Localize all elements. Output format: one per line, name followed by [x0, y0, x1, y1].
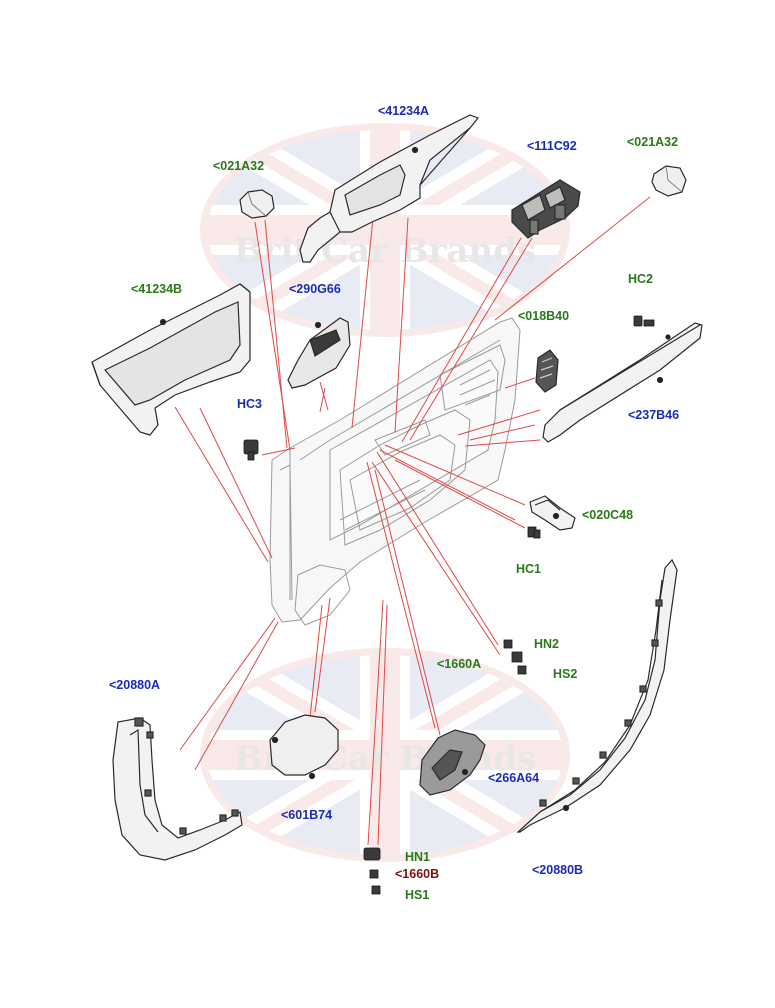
part-290g66-handle[interactable]	[287, 317, 351, 389]
part-266a64-handle[interactable]	[419, 729, 486, 796]
door-trim-panel	[269, 317, 521, 626]
part-41234b-pocket[interactable]	[91, 283, 251, 436]
callout-hn1[interactable]: HN1	[405, 850, 431, 864]
leader-lines	[174, 196, 651, 846]
part-111c92-bracket[interactable]	[511, 179, 581, 239]
callout-1660a[interactable]: <1660A	[437, 657, 482, 671]
callout-266a64[interactable]: <266A64	[488, 771, 540, 785]
part-41234a-pocket[interactable]	[299, 114, 479, 263]
watermark-top: Brit Car Brands	[200, 123, 570, 337]
callout-41234a[interactable]: <41234A	[378, 104, 430, 118]
callout-021a32-right[interactable]: <021A32	[627, 135, 679, 149]
callout-601b74[interactable]: <601B74	[281, 808, 333, 822]
fastener-icon[interactable]	[503, 639, 527, 675]
fastener-icon[interactable]	[527, 526, 541, 539]
part-018b40-module[interactable]	[535, 349, 559, 393]
callout-hc3[interactable]: HC3	[237, 397, 263, 411]
callout-hn2[interactable]: HN2	[534, 637, 560, 651]
callout-hs1[interactable]: HS1	[405, 888, 430, 902]
part-237b46-strip[interactable]	[542, 322, 703, 443]
part-021a32-right-cap[interactable]	[651, 165, 687, 197]
part-601b74-pocket[interactable]	[269, 714, 339, 780]
part-021a32-left-cap[interactable]	[239, 189, 275, 219]
fastener-icon[interactable]	[363, 847, 381, 895]
callout-hc2[interactable]: HC2	[628, 272, 654, 286]
callout-021a32-left[interactable]: <021A32	[213, 159, 265, 173]
callout-020c48[interactable]: <020C48	[582, 508, 634, 522]
callout-237b46[interactable]: <237B46	[628, 408, 680, 422]
callout-20880a[interactable]: <20880A	[109, 678, 161, 692]
callout-20880b[interactable]: <20880B	[532, 863, 584, 877]
part-020c48-switch[interactable]	[529, 495, 576, 531]
part-20880a-trim[interactable]	[112, 717, 243, 861]
part-20880b-trim[interactable]	[516, 558, 678, 833]
callout-018b40[interactable]: <018B40	[518, 309, 570, 323]
callout-hc1[interactable]: HC1	[516, 562, 542, 576]
callout-1660b[interactable]: <1660B	[395, 867, 440, 881]
callout-111c92[interactable]: <111C92	[527, 139, 577, 153]
watermark-bottom: Brit Car Brands	[200, 648, 570, 862]
callout-290g66[interactable]: <290G66	[289, 282, 341, 296]
watermark-top-text: Brit Car Brands	[234, 231, 536, 271]
fastener-icon[interactable]	[243, 439, 259, 461]
callout-41234b[interactable]: <41234B	[131, 282, 183, 296]
fastener-icon[interactable]	[633, 315, 655, 327]
callout-hs2[interactable]: HS2	[553, 667, 578, 681]
